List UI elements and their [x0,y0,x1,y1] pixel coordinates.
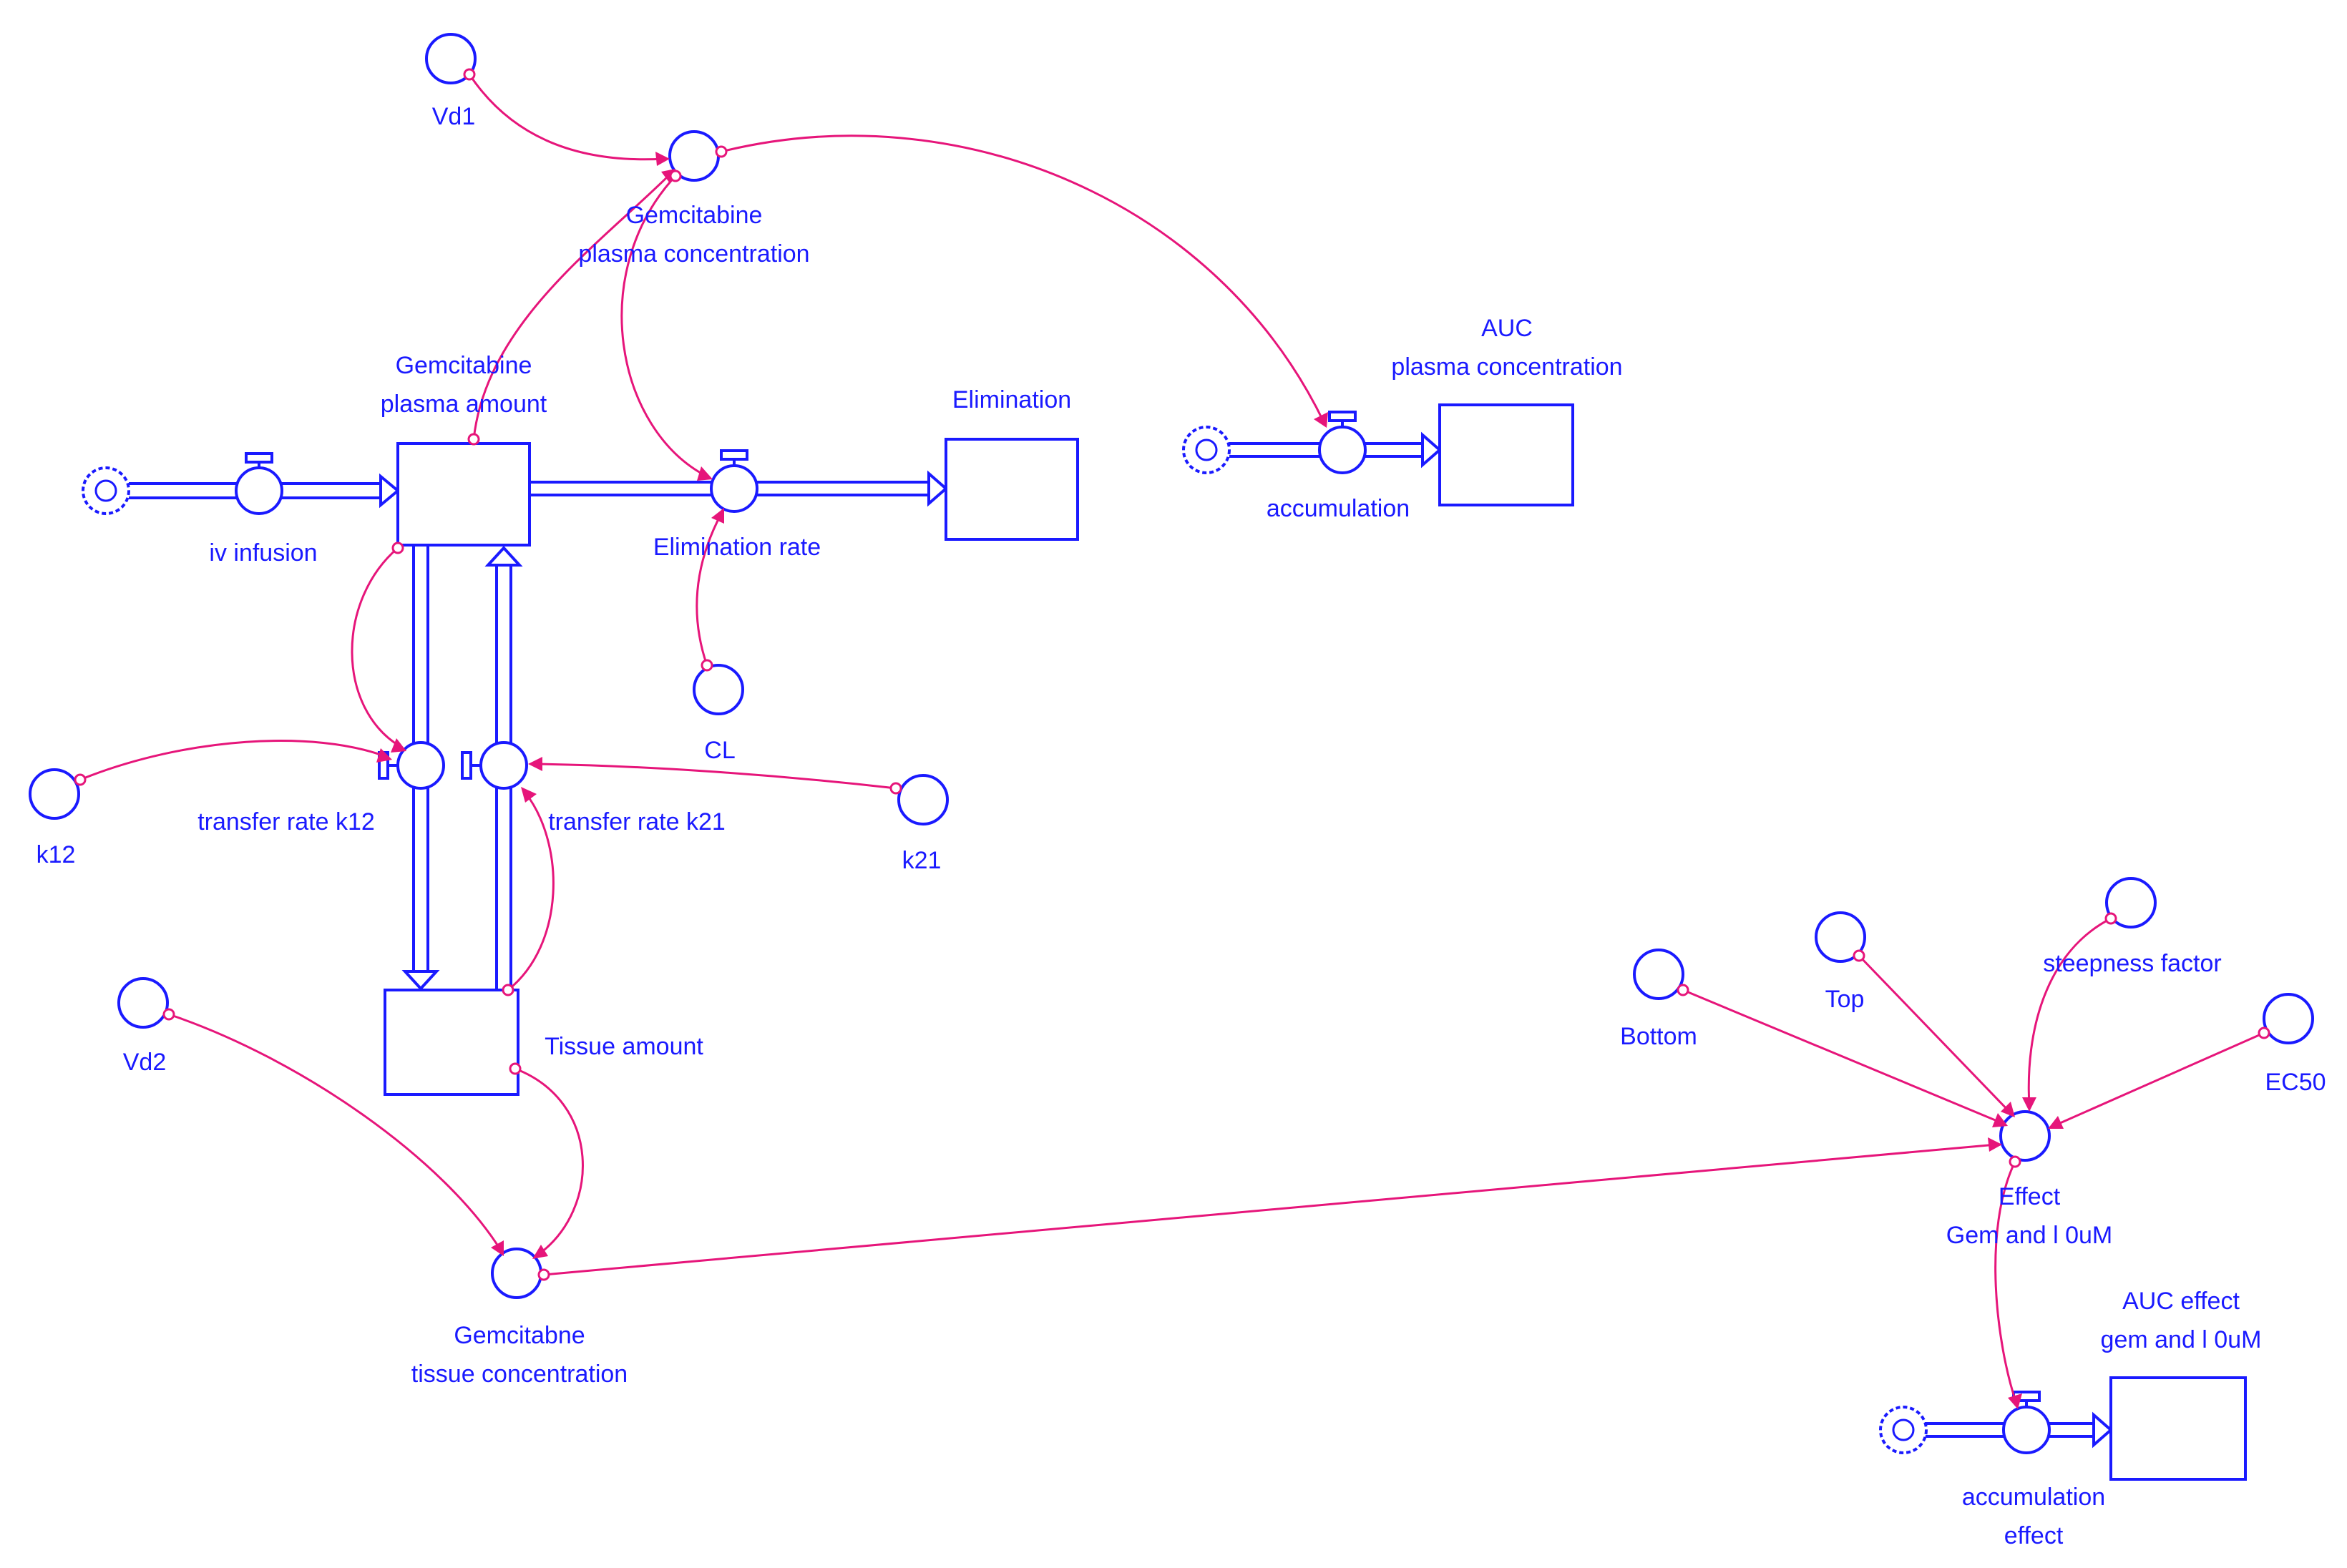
k12-auxiliary[interactable] [29,768,80,820]
gemcitabine-plasma-concentration-label-line2: plasma concentration [578,240,809,268]
effect-label-line1: Effect [1999,1183,2061,1210]
connector-k12-to-transfer-k12 [74,740,392,786]
accumulation-effect-valve[interactable] [2002,1391,2051,1454]
connector-tissue-amount-to-transfer-k21 [502,787,555,996]
accumulation-valve[interactable] [1318,411,1367,474]
gemcitabine-plasma-amount-label-line1: Gemcitabine [396,352,532,379]
k21-auxiliary[interactable] [897,774,949,825]
gemcitabine-tissue-concentration-auxiliary[interactable] [491,1248,542,1299]
transfer-rate-k21-label: transfer rate k21 [548,808,726,836]
connector-k21-to-transfer-k21 [528,757,902,795]
connector-plasma-amount-to-transfer-k12 [351,542,406,753]
auc-effect-label-line2: gem and l 0uM [2101,1326,2262,1353]
connector-top-to-effect [1853,949,2015,1117]
vd2-auxiliary[interactable] [117,977,169,1029]
source-cloud-icon [82,466,130,515]
auc-plasma-label-line2: plasma concentration [1391,353,1622,381]
steepness-factor-label: steepness factor [2043,950,2221,977]
transfer-rate-k12-label: transfer rate k12 [197,808,375,836]
connector-ec50-to-effect [2048,1026,2270,1129]
elimination-stock[interactable] [945,438,1079,541]
connector-plasma-concentration-to-accumulation [715,134,1328,428]
tissue-amount-stock[interactable] [384,989,519,1096]
iv-infusion-label: iv infusion [209,539,317,567]
gemcitabine-tissue-concentration-label-line2: tissue concentration [411,1361,628,1388]
connector-vd2-to-tissue-concentration [162,1008,504,1256]
cl-label: CL [704,737,735,764]
source-cloud-icon [1182,426,1231,474]
elimination-label: Elimination [952,386,1071,413]
vd1-label: Vd1 [432,103,476,130]
accumulation-effect-label-line1: accumulation [1962,1484,2105,1511]
accumulation-label: accumulation [1267,495,1410,522]
auc-effect-stock[interactable] [2109,1376,2247,1481]
auc-plasma-concentration-stock[interactable] [1438,403,1574,506]
cl-auxiliary[interactable] [693,664,744,715]
bottom-label: Bottom [1620,1023,1697,1050]
ec50-auxiliary[interactable] [2263,993,2314,1044]
vd2-label: Vd2 [123,1049,167,1076]
connector-cl-to-elimination-rate [696,508,724,672]
transfer-rate-k12-valve[interactable] [378,741,445,790]
source-cloud-icon [1879,1406,1928,1454]
auc-plasma-label-line1: AUC [1481,315,1533,342]
gemcitabine-plasma-amount-label-line2: plasma amount [381,391,547,418]
gemcitabine-plasma-amount-stock[interactable] [396,442,531,547]
accumulation-effect-label-line2: effect [2004,1522,2064,1549]
steepness-factor-auxiliary[interactable] [2105,877,2157,928]
top-auxiliary[interactable] [1815,911,1866,963]
connector-tissue-amount-to-tissue-concentration [509,1062,584,1259]
effect-auxiliary[interactable] [1999,1110,2051,1162]
connector-steepness-factor-to-effect [2022,912,2117,1112]
gemcitabine-tissue-concentration-label-line1: Gemcitabne [454,1322,585,1349]
tissue-amount-label: Tissue amount [545,1033,703,1060]
connector-tissue-concentration-to-effect [537,1137,2002,1281]
connector-vd1-to-plasma-concentration [463,68,670,166]
connector-plasma-concentration-to-elimination-rate [620,170,713,481]
transfer-rate-k21-valve[interactable] [461,741,528,790]
effect-label-line2: Gem and l 0uM [1946,1222,2112,1249]
elimination-rate-label: Elimination rate [653,534,821,561]
auc-effect-label-line1: AUC effect [2122,1288,2240,1315]
vd1-auxiliary[interactable] [425,33,477,84]
iv-infusion-valve[interactable] [235,452,283,515]
elimination-rate-valve[interactable] [710,449,758,513]
connector-bottom-to-effect [1677,984,2008,1127]
bottom-auxiliary[interactable] [1633,949,1684,1000]
k12-label: k12 [36,841,76,868]
top-label: Top [1825,986,1865,1013]
gemcitabine-plasma-concentration-label-line1: Gemcitabine [626,202,763,229]
ec50-label: EC50 [2265,1069,2326,1096]
k21-label: k21 [902,847,942,874]
connector-effect-to-accumulation-effect [1994,1155,2022,1409]
